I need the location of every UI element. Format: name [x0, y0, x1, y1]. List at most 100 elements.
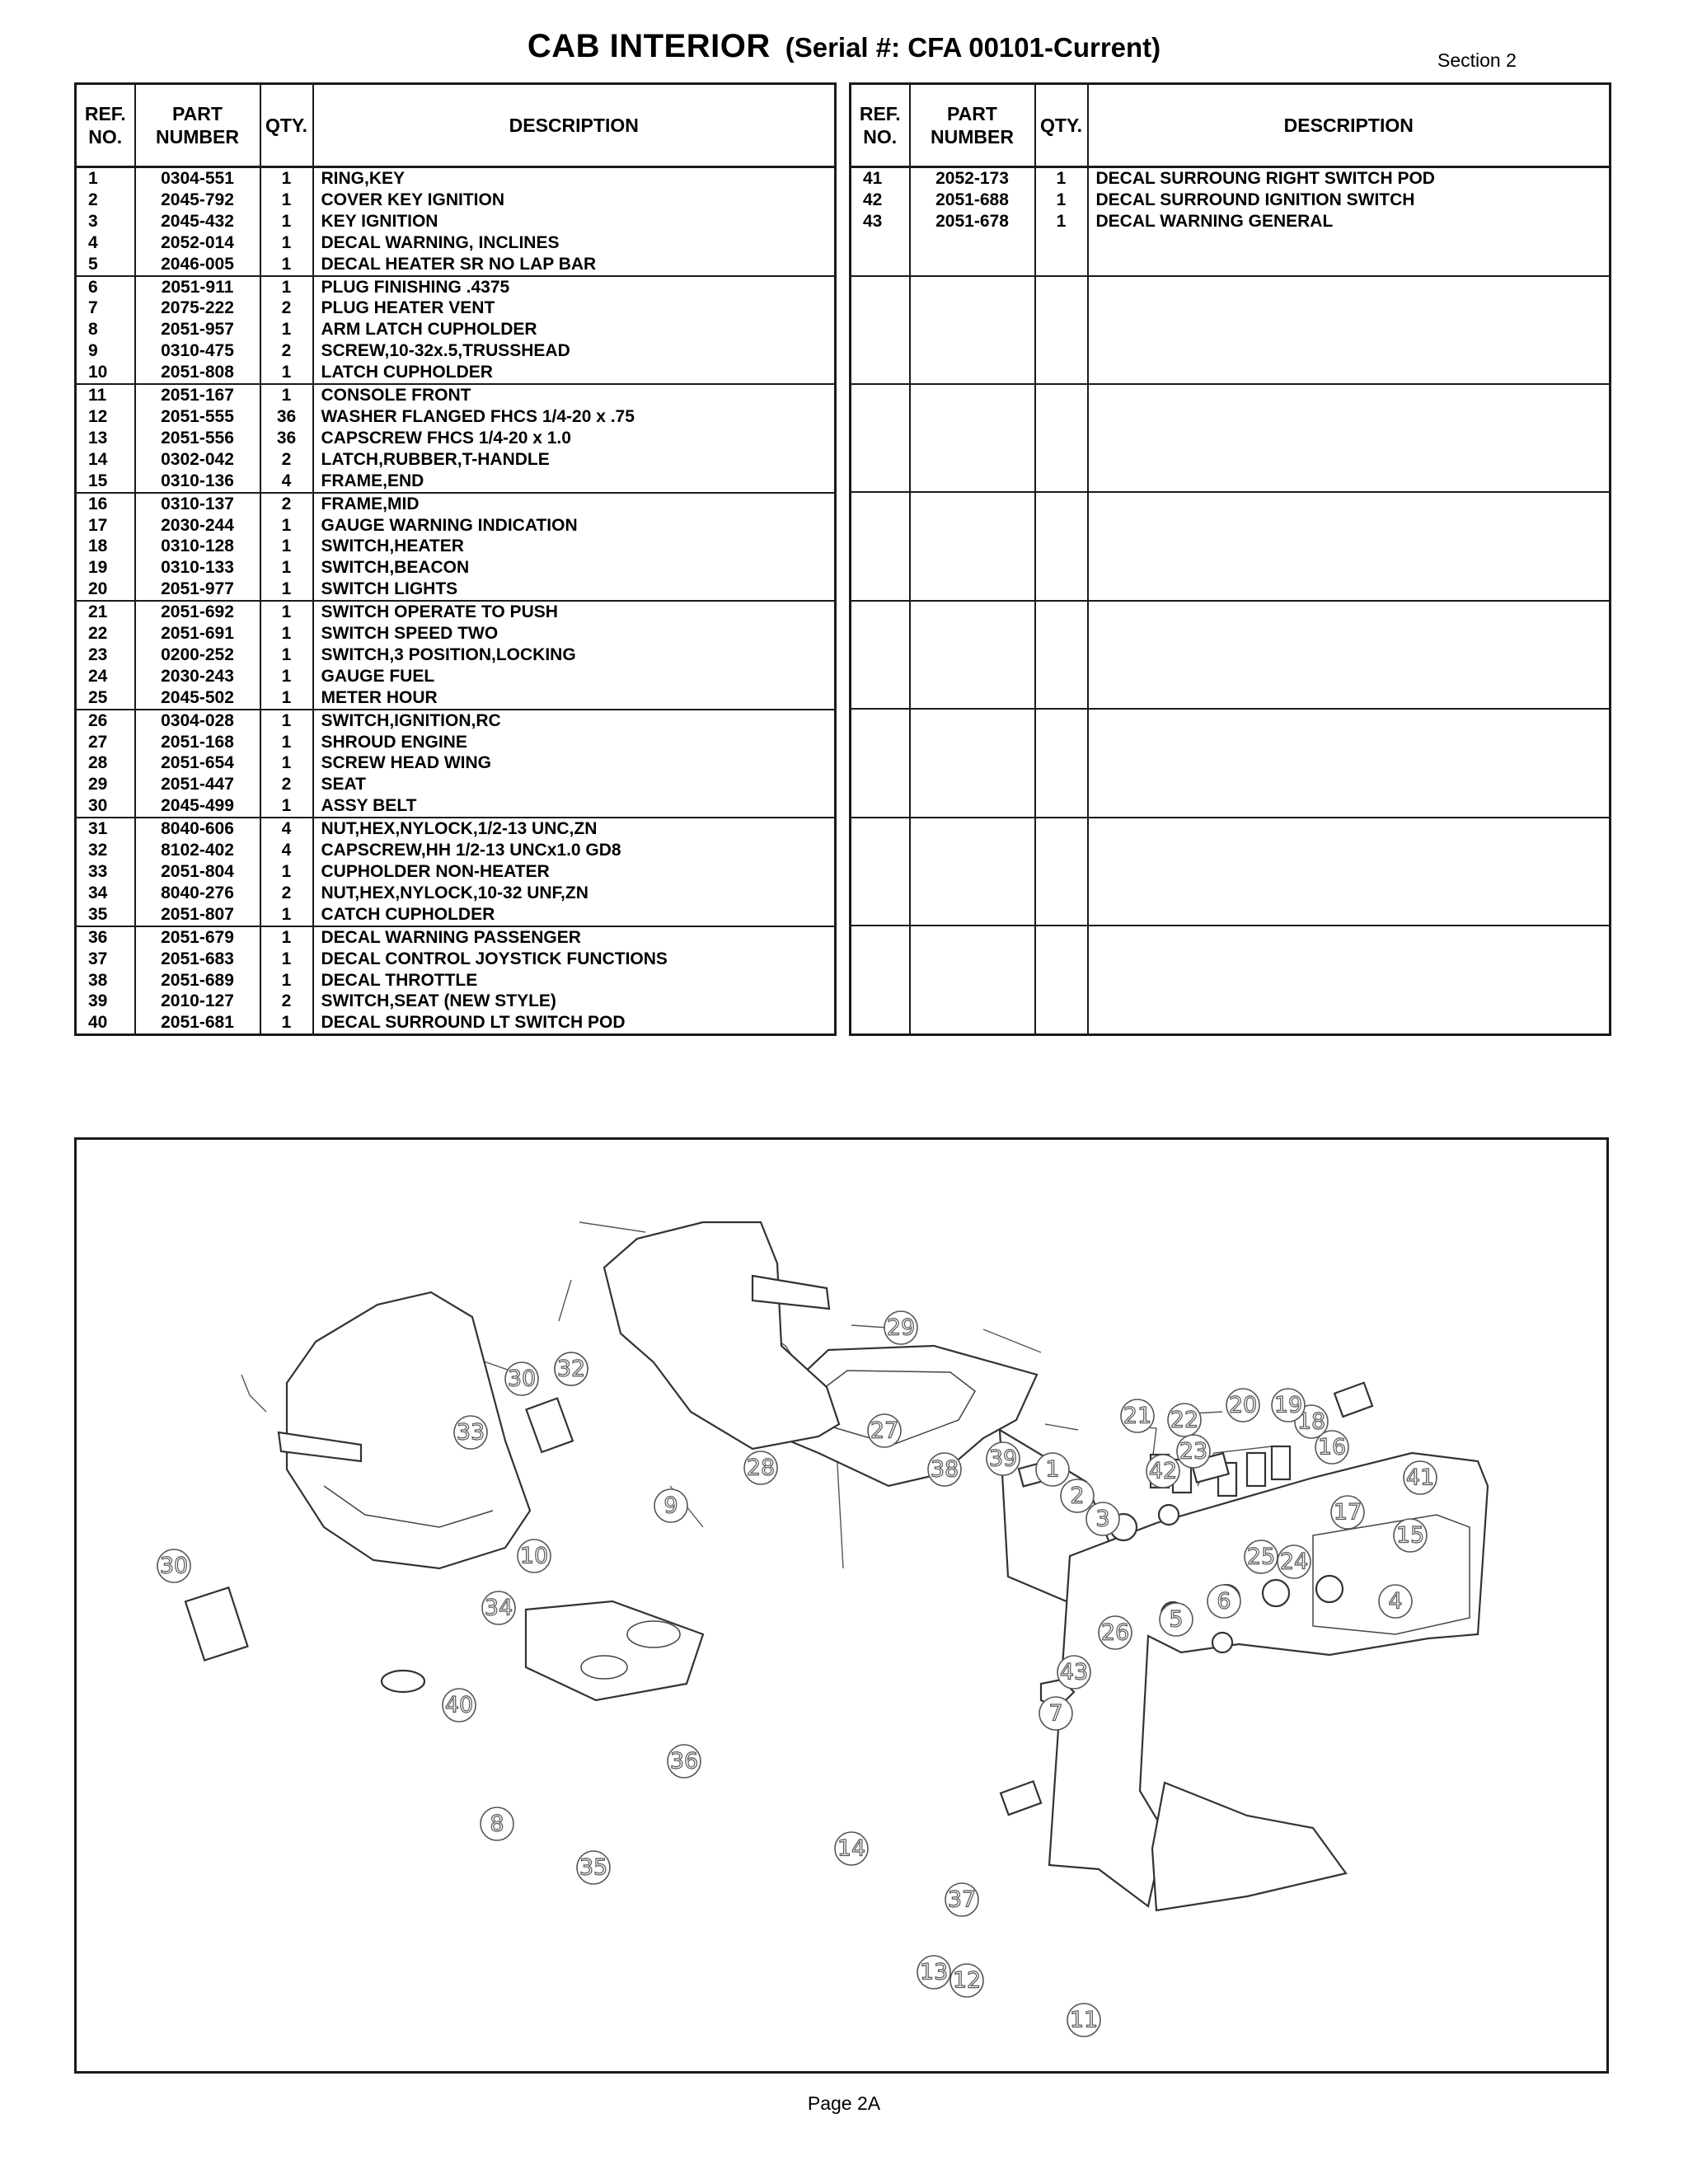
part-number-cell: 2010-127 [134, 991, 261, 1013]
description-cell: CAPSCREW,HH 1/2-13 UNCx1.0 GD8 [312, 840, 837, 861]
table-row [849, 990, 1611, 1012]
ref-cell [849, 362, 911, 385]
callout-label: 5 [1169, 1607, 1183, 1633]
ref-cell [849, 622, 911, 644]
ref-cell: 26 [74, 709, 136, 732]
qty-cell [1034, 578, 1089, 602]
ref-cell [849, 340, 911, 363]
description-cell [1086, 990, 1611, 1012]
part-number-cell [908, 557, 1036, 579]
description-cell: COVER KEY IGNITION [312, 189, 837, 211]
qty-cell [1034, 340, 1089, 363]
callout-13: 13 [917, 1955, 951, 1990]
callout-6: 6 [1207, 1584, 1241, 1619]
ref-cell [849, 969, 911, 991]
ref-cell: 11 [74, 384, 136, 406]
table-row [849, 557, 1611, 579]
ref-cell: 27 [74, 731, 136, 753]
cupholder [524, 1600, 705, 1702]
callout-circle [1403, 1460, 1437, 1495]
title-main: CAB INTERIOR [527, 28, 771, 64]
description-cell: LATCH CUPHOLDER [312, 362, 837, 386]
qty-cell [1034, 773, 1089, 795]
callout-1: 1 [1035, 1452, 1070, 1487]
ref-cell [849, 427, 911, 449]
description-cell [1086, 1011, 1611, 1036]
part-number-cell: 2051-804 [134, 861, 261, 883]
description-cell: NUT,HEX,NYLOCK,10-32 UNF,ZN [312, 882, 837, 904]
qty-cell [1034, 903, 1089, 927]
table-row [849, 665, 1611, 687]
ref-cell: 23 [74, 644, 136, 666]
qty-cell: 1 [1034, 189, 1089, 211]
callout-17: 17 [1330, 1495, 1365, 1530]
qty-cell [1034, 492, 1089, 515]
table-row [849, 275, 1611, 298]
ref-cell: 42 [849, 189, 911, 211]
ref-cell: 20 [74, 579, 136, 602]
part-number-cell [908, 665, 1036, 687]
part-number-cell [908, 794, 1036, 818]
qty-cell: 36 [259, 427, 314, 449]
qty-cell [1034, 644, 1089, 666]
description-cell: DECAL SURROUND IGNITION SWITCH [1086, 189, 1611, 211]
part-number-cell: 2051-957 [134, 319, 261, 341]
qty-cell [1034, 536, 1089, 558]
description-cell [1086, 536, 1611, 558]
ref-cell [849, 298, 911, 320]
part-number-cell: 2051-678 [908, 210, 1036, 232]
qty-cell: 1 [259, 903, 314, 927]
description-cell: ASSY BELT [312, 795, 837, 819]
callout-25: 25 [1244, 1540, 1278, 1574]
table-row [849, 1011, 1611, 1036]
part-number-cell: 2051-447 [134, 774, 261, 796]
callout-circle [1330, 1495, 1365, 1530]
description-cell: GAUGE FUEL [312, 665, 837, 687]
callout-circle [1378, 1584, 1413, 1619]
description-cell: SWITCH SPEED TWO [312, 623, 837, 644]
qty-cell [1034, 990, 1089, 1012]
title-row: CAB INTERIOR(Serial #: CFA 00101-Current… [0, 28, 1688, 77]
callout-label: 15 [1396, 1523, 1424, 1549]
ref-cell: 1 [74, 166, 136, 190]
part-number-cell [908, 903, 1036, 927]
qty-cell: 1 [259, 969, 314, 991]
qty-cell: 2 [259, 991, 314, 1013]
ref-cell: 25 [74, 687, 136, 710]
part-number-cell [908, 860, 1036, 883]
ref-cell: 12 [74, 405, 136, 428]
page-number: Page 2A [807, 2093, 881, 2114]
callout-12: 12 [950, 1963, 984, 1998]
callout-circle [1060, 1479, 1095, 1513]
callout-label: 26 [1101, 1620, 1129, 1646]
table-row [849, 427, 1611, 449]
ref-cell: 28 [74, 752, 136, 775]
ref-cell [849, 600, 911, 623]
qty-cell: 1 [259, 665, 314, 687]
table-row [849, 405, 1611, 428]
description-cell [1086, 427, 1611, 449]
table-row [849, 232, 1611, 254]
callout-label: 39 [989, 1446, 1017, 1472]
callout-label: 41 [1406, 1465, 1434, 1491]
qty-cell [1034, 405, 1089, 428]
callout-7: 7 [1039, 1696, 1073, 1731]
description-cell: SEAT [312, 774, 837, 796]
table-row [849, 492, 1611, 515]
decals [999, 1381, 1374, 1816]
description-cell [1086, 578, 1611, 602]
qty-cell [1034, 448, 1089, 471]
qty-cell: 4 [259, 840, 314, 861]
ref-cell [849, 514, 911, 537]
